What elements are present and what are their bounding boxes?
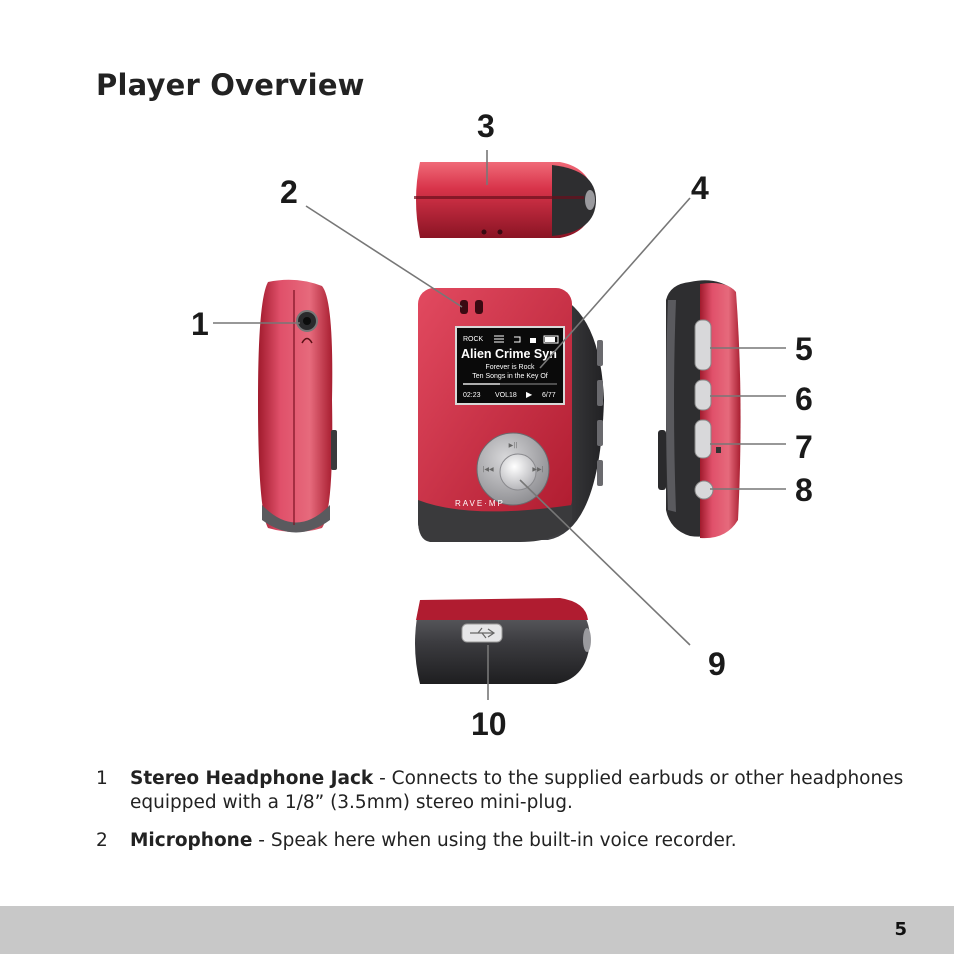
callout-2: 2: [280, 174, 298, 210]
description-number: 2: [96, 830, 108, 851]
lock-icon: [716, 447, 721, 453]
description-text: - Speak here when using the built-in voi…: [252, 830, 737, 851]
screen-battery-icon: [543, 335, 559, 344]
volume-rocker-button[interactable]: [694, 319, 712, 371]
description-item-2: 2 Microphone - Speak here when using the…: [96, 829, 920, 853]
callout-4: 4: [691, 170, 709, 206]
brand-logo: RAVE·MP: [455, 499, 505, 508]
power-button[interactable]: [694, 480, 714, 500]
left-side-view: [258, 279, 337, 533]
callout-7: 7: [795, 429, 813, 465]
description-text: - Connects to the supplied earbuds or ot…: [130, 768, 904, 813]
hold-switch[interactable]: [694, 419, 712, 459]
svg-text:▶▶|: ▶▶|: [532, 466, 543, 473]
front-view: ROCK Alien Crime Syn Forever is Rock Ten…: [418, 288, 604, 542]
callout-6: 6: [795, 381, 813, 417]
screen-volume: VOL18: [495, 392, 517, 399]
bottom-view: [415, 598, 591, 684]
screen-elapsed: 02:23: [463, 392, 481, 399]
screen-track-count: 6/77: [542, 392, 556, 399]
navigation-wheel[interactable]: ▶|| |◀◀ ▶▶|: [476, 432, 550, 506]
screen-subtitle: Ten Songs in the Key Of: [472, 373, 548, 380]
right-side-view: [658, 280, 741, 539]
lcd-screen: ROCK Alien Crime Syn Forever is Rock Ten…: [455, 326, 565, 405]
description-term: Stereo Headphone Jack: [130, 768, 374, 789]
screen-lock-icon: [530, 338, 536, 343]
screen-equalizer-icon: [494, 335, 504, 343]
center-button[interactable]: [499, 453, 537, 491]
menu-button[interactable]: [694, 379, 712, 411]
svg-text:|◀◀: |◀◀: [482, 466, 494, 473]
callout-1: 1: [191, 306, 209, 342]
screen-genre: ROCK: [463, 336, 484, 343]
callout-5: 5: [795, 331, 813, 367]
page-number: 5: [894, 919, 907, 940]
screen-track-title: Alien Crime Syn: [461, 347, 557, 361]
screen-album: Forever is Rock: [485, 364, 535, 371]
callout-3: 3: [477, 108, 495, 144]
description-term: Microphone: [130, 830, 253, 851]
svg-text:▶||: ▶||: [509, 442, 518, 449]
page-title: Player Overview: [96, 68, 365, 102]
screen-repeat-icon: [514, 336, 521, 343]
description-item-1: 1 Stereo Headphone Jack - Connects to th…: [96, 767, 920, 815]
usb-icon: [470, 627, 496, 639]
leader-lines: [213, 150, 786, 700]
player-diagram: ROCK Alien Crime Syn Forever is Rock Ten…: [191, 108, 813, 742]
page-footer: 5: [0, 906, 954, 954]
screen-play-icon: ▶: [526, 390, 533, 399]
callout-9: 9: [708, 646, 726, 682]
description-number: 1: [96, 768, 108, 789]
microphone-hole: [475, 300, 483, 314]
top-view: [414, 162, 596, 238]
callout-8: 8: [795, 472, 813, 508]
callout-10: 10: [471, 706, 507, 742]
microphone-hole: [460, 300, 468, 314]
headphone-symbol-icon: [301, 337, 313, 344]
